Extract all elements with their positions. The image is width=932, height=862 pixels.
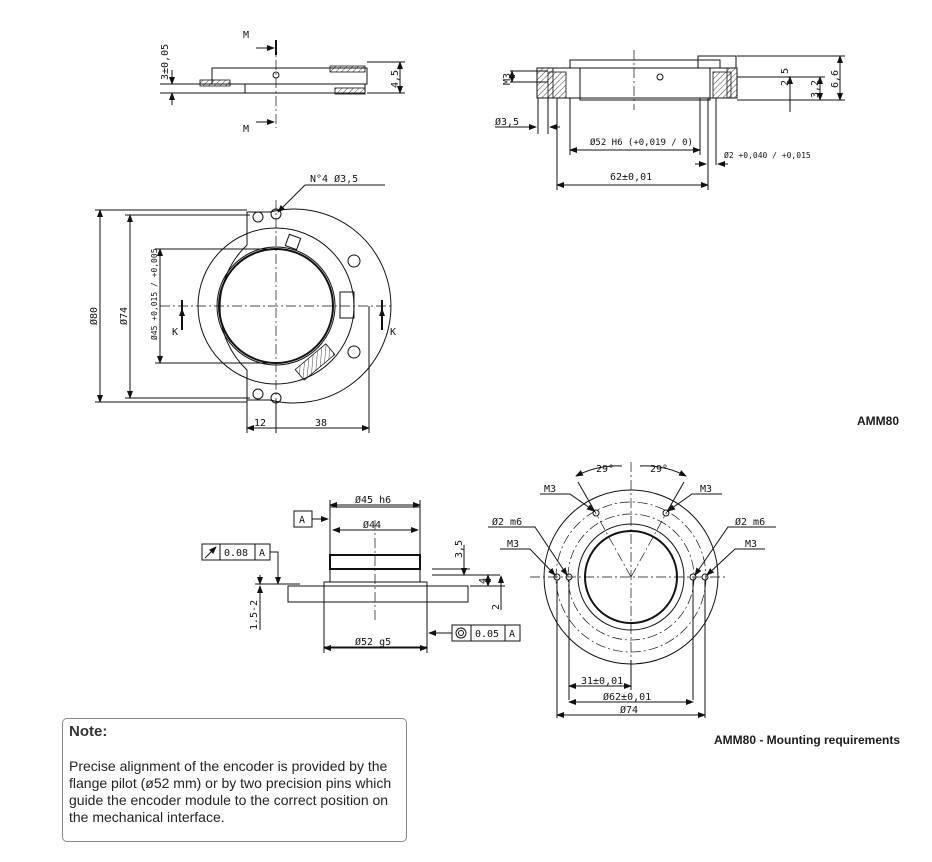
caption-mounting-requirements: AMM80 - Mounting requirements: [714, 733, 901, 747]
label-m3-left: M3: [507, 539, 519, 550]
dim-pin: Ø2 +0,040 / +0,015: [724, 150, 811, 160]
dim-thread-m3: M3: [502, 73, 513, 85]
runout-datum: A: [259, 548, 265, 559]
dim-bore: Ø45 +0,015 / +0,005: [149, 248, 159, 340]
dim-45-h6: Ø45 h6: [355, 494, 391, 506]
dim-38: 38: [315, 418, 327, 429]
dim-31: 31±0,01: [581, 676, 623, 687]
datum-a: A: [299, 515, 305, 526]
dim-6-6: 6,6: [830, 70, 841, 88]
caption-amm80: AMM80: [857, 414, 900, 428]
concentricity-value: 0.05: [475, 629, 499, 640]
dim-62: Ø62±0,01: [603, 691, 651, 703]
dim-height: 4,5: [390, 70, 401, 88]
dim-mid: Ø74: [118, 307, 130, 325]
dim-2: 2: [491, 604, 502, 610]
dim-2-5: 2,5: [780, 68, 791, 86]
note-box: Note: Precise alignment of the encoder i…: [62, 718, 407, 842]
dim-1-5-2: 1.5-2: [249, 600, 260, 630]
dim-3-5: 3,5: [454, 540, 465, 558]
runout-arrow-icon: [204, 546, 217, 559]
angle-left: 29°: [596, 464, 614, 475]
section-mark-k-right: K: [390, 327, 396, 338]
angle-right: 29°: [650, 464, 668, 475]
label-holes: N°4 Ø3,5: [310, 173, 358, 185]
dim-74: Ø74: [620, 704, 638, 716]
dim-44: Ø44: [363, 519, 381, 531]
dim-pilot: Ø52 H6 (+0,019 / 0): [590, 137, 693, 148]
concentricity-icon: [455, 627, 467, 639]
mounting-section-drawing: Ø45 h6 Ø44 A 0.08 A 1.5-2 3,5 4 2: [201, 494, 521, 653]
mounting-face-drawing: 29° 29° M3 M3 Ø2 m6 M3 Ø2 m6 M3 31±0,01 …: [488, 462, 776, 718]
plan-view-drawing: N°4 Ø3,5 Ø80 Ø74 Ø45 +0,015 / +0,005 K K…: [88, 173, 396, 433]
note-title: Note:: [69, 723, 108, 740]
dim-hole: Ø3,5: [495, 116, 519, 128]
concentricity-tolerance-frame: 0.05 A: [428, 624, 521, 642]
label-m3-right: M3: [745, 539, 757, 550]
note-body: Precise alignment of the encoder is prov…: [69, 758, 392, 825]
section-mark-m-top: M: [243, 30, 249, 41]
dim-52-g5: Ø52 g5: [355, 636, 391, 648]
dim-outer: Ø80: [88, 307, 100, 325]
runout-tolerance-frame: 0.08 A: [201, 543, 281, 585]
section-mark-m-bottom: M: [243, 124, 249, 135]
label-m3-top-left: M3: [544, 484, 556, 495]
dim-4: 4: [478, 578, 489, 584]
dim-pitch: 62±0,01: [610, 172, 652, 183]
top-section-drawing: M3 Ø3,5 Ø52 H6 (+0,019 / 0) Ø2 +0,040 / …: [495, 50, 845, 190]
runout-value: 0.08: [224, 548, 248, 559]
dim-3-2: 3,2: [810, 80, 821, 98]
dim-thickness: 3±0,05: [160, 44, 171, 80]
side-view-drawing: M M 3±0,05 4,5: [160, 30, 405, 135]
section-mark-k-left: K: [172, 327, 178, 338]
label-pin-right: Ø2 m6: [735, 516, 765, 528]
dim-12: 12: [254, 418, 266, 429]
label-pin-left: Ø2 m6: [492, 516, 522, 528]
label-m3-top-right: M3: [700, 484, 712, 495]
concentricity-datum: A: [509, 629, 515, 640]
